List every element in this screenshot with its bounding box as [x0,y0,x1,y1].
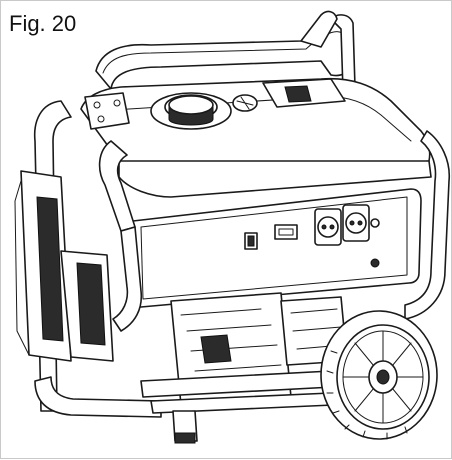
fuel-tank [80,77,432,198]
engine [14,170,114,362]
top-panel [262,78,346,108]
frame-tube-front [98,140,143,332]
wheel-icon [320,310,438,440]
fuel-cap-icon [150,92,232,130]
figure-label: Fig. 20 [9,11,77,36]
base-frame [140,370,334,444]
hinge-bracket [84,92,130,130]
power-socket-icon [314,204,370,246]
front-control-panel [130,188,422,308]
rocker-switch-icon [244,232,258,250]
